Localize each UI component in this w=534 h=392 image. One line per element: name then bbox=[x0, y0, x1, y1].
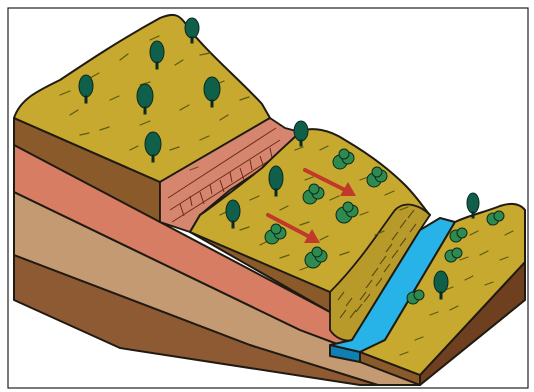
landform-diagram bbox=[0, 0, 534, 392]
block-diagram-svg bbox=[0, 0, 534, 392]
